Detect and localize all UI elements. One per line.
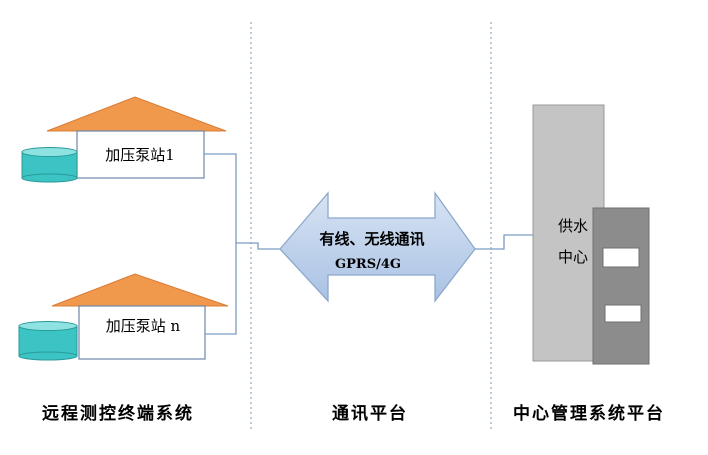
station-1-roof bbox=[46, 96, 227, 132]
comm-text-line1: 有线、无线通讯 bbox=[319, 230, 424, 248]
station-connectors bbox=[204, 153, 280, 335]
comm-text-line2: GPRS/4G bbox=[335, 257, 401, 272]
station-n-label: 加压泵站 n bbox=[106, 317, 181, 335]
station-n-roof bbox=[51, 273, 229, 307]
center-connector bbox=[475, 234, 533, 250]
station-1-tank bbox=[21, 147, 78, 183]
section-label-comm: 通讯平台 bbox=[332, 404, 408, 424]
pump-station-n: 加压泵站 n bbox=[18, 273, 229, 361]
server-tall bbox=[532, 104, 605, 362]
station-n-box bbox=[78, 305, 206, 360]
server-slot-lower bbox=[604, 304, 642, 323]
station-1-label: 加压泵站1 bbox=[105, 146, 175, 164]
server-slot-upper bbox=[602, 247, 640, 268]
section-label-center: 中心管理系统平台 bbox=[513, 404, 665, 424]
station-n-tank bbox=[18, 321, 78, 361]
pump-station-1: 加压泵站1 bbox=[21, 96, 227, 183]
center-text-line2: 中心 bbox=[558, 248, 588, 266]
server-short bbox=[592, 207, 650, 365]
station-1-box bbox=[76, 130, 205, 179]
center-text-line1: 供水 bbox=[558, 217, 588, 235]
section-label-remote: 远程测控终端系统 bbox=[42, 404, 194, 424]
water-supply-center: 供水 中心 bbox=[532, 104, 650, 365]
